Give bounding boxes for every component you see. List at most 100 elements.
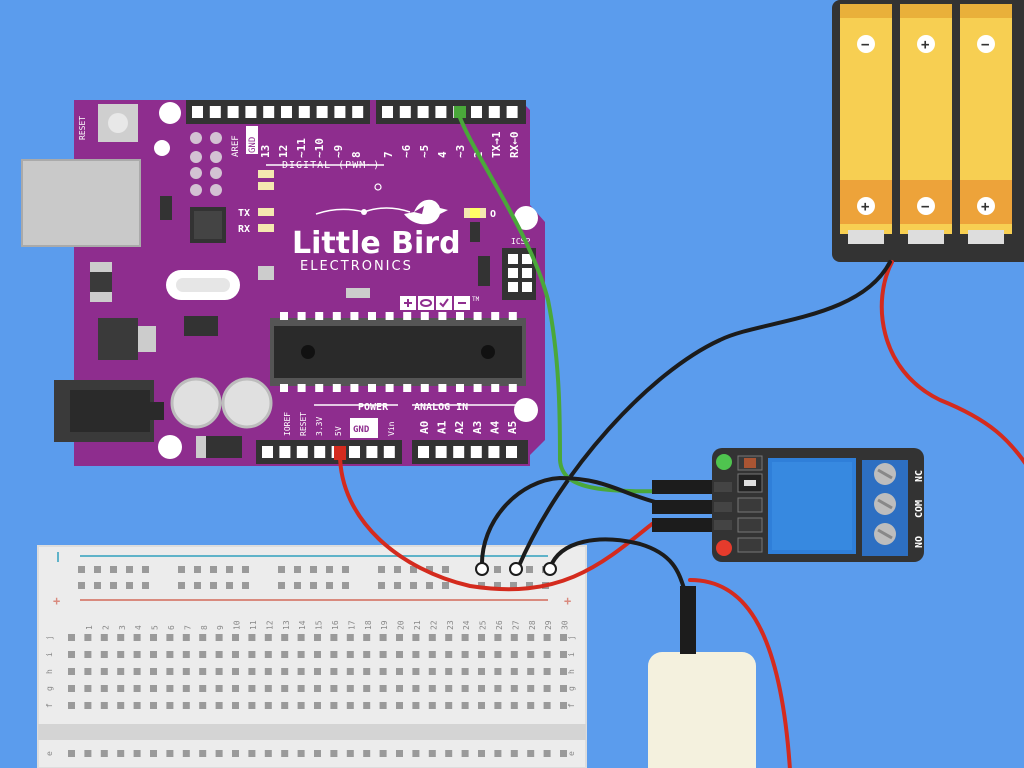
- wire-battery-black: [516, 260, 892, 570]
- header-socket: [382, 106, 393, 118]
- tx-label: TX: [238, 208, 250, 219]
- column-number: 3: [118, 625, 127, 630]
- header-socket: [298, 106, 310, 118]
- row-letter: i: [567, 652, 576, 657]
- wire-plug-red: [334, 446, 346, 460]
- wire-load-red: [688, 578, 792, 768]
- mounting-hole: [514, 398, 538, 422]
- row-letter: g: [567, 686, 576, 691]
- header-socket: [279, 446, 291, 458]
- header-socket: [470, 446, 482, 458]
- column-number: 5: [151, 625, 160, 630]
- header-socket: [281, 106, 292, 118]
- mounting-hole: [158, 435, 182, 459]
- power-label: POWER: [358, 402, 389, 413]
- digital-pin-label: ~9: [332, 145, 345, 158]
- brand-name: Little Bird: [292, 226, 461, 261]
- column-number: 25: [479, 620, 488, 630]
- row-letter: g: [45, 686, 54, 691]
- analog-pin-label: A0: [418, 421, 431, 434]
- wire-plug-green: [454, 106, 466, 118]
- mounting-hole: [154, 140, 170, 156]
- column-number: 8: [200, 625, 209, 630]
- icsp-header: [502, 248, 536, 300]
- reset-button: [98, 104, 138, 142]
- row-letter: e: [567, 751, 576, 756]
- header-socket: [471, 106, 482, 118]
- header-socket: [506, 106, 518, 118]
- wire-end: [509, 562, 523, 576]
- mounting-hole: [514, 206, 538, 230]
- header-socket: [453, 446, 465, 458]
- analog-pin-label: A4: [488, 420, 501, 434]
- header-socket: [417, 106, 429, 118]
- relay-module: NC COM NO: [712, 448, 925, 562]
- wire-ground-black: [479, 475, 702, 570]
- column-number: 29: [544, 620, 553, 630]
- column-number: 18: [364, 620, 373, 630]
- wire-5v-red: [338, 452, 702, 592]
- header-socket: [334, 106, 346, 118]
- header-socket: [488, 106, 500, 118]
- wire-end: [475, 562, 489, 576]
- bird-icon: [404, 199, 448, 225]
- column-number: 16: [331, 620, 340, 630]
- header-socket: [435, 106, 447, 118]
- battery-cells: −++−−+: [840, 4, 1012, 244]
- status-led-red: [716, 540, 732, 556]
- header-socket: [192, 106, 203, 118]
- digital-pin-label: ~11: [295, 138, 308, 158]
- analog-pin-label: A2: [453, 421, 466, 434]
- header-socket: [316, 106, 328, 118]
- brand-subtitle: ELECTRONICS: [300, 259, 413, 274]
- column-number: 13: [282, 620, 291, 630]
- row-letter: j: [567, 635, 576, 640]
- terminal-no-label: NO: [914, 536, 925, 548]
- column-number: 26: [495, 620, 504, 630]
- logo-badges: [400, 296, 470, 310]
- icsp-label: ICSP: [511, 237, 530, 246]
- header-socket: [349, 446, 360, 458]
- aref-label: AREF: [231, 135, 241, 157]
- wire-battery-red: [879, 260, 1024, 465]
- row-letter: e: [45, 751, 54, 756]
- analog-label: ANALOG IN: [414, 402, 468, 413]
- infinity-icon: [418, 296, 434, 310]
- power-header: [256, 440, 402, 464]
- header-socket: [383, 446, 395, 458]
- column-number: 28: [528, 620, 537, 630]
- header-socket: [296, 446, 308, 458]
- row-letter: h: [45, 669, 54, 674]
- arduino-board: RESET: [21, 100, 545, 466]
- column-number: 7: [183, 625, 192, 630]
- column-number: 22: [429, 620, 438, 630]
- header-socket: [418, 446, 429, 458]
- plus-rail-label-right: +: [564, 594, 571, 608]
- digital-pin-label: ~3: [454, 145, 467, 158]
- column-number: 1: [85, 625, 94, 630]
- digital-pin-label: ~6: [400, 144, 413, 158]
- header-socket: [366, 446, 378, 458]
- column-number: 10: [233, 620, 242, 630]
- terminal-nc-label: NC: [914, 470, 925, 482]
- digital-pin-label: TX→1: [490, 131, 503, 158]
- column-number: 11: [249, 620, 258, 630]
- digital-label: DIGITAL (PWM~): [282, 160, 380, 171]
- breadboard-grid: [68, 634, 567, 757]
- header-socket: [435, 446, 447, 458]
- column-number: 20: [397, 620, 406, 630]
- power-led-green: [716, 454, 732, 470]
- column-number: 14: [298, 620, 307, 630]
- column-number: 24: [462, 620, 471, 630]
- digital-pin-label: ~5: [418, 145, 431, 158]
- header-socket: [245, 106, 257, 118]
- header-socket: [488, 446, 500, 458]
- wire-end: [543, 562, 557, 576]
- capacitor: [223, 379, 271, 427]
- header-socket: [262, 446, 273, 458]
